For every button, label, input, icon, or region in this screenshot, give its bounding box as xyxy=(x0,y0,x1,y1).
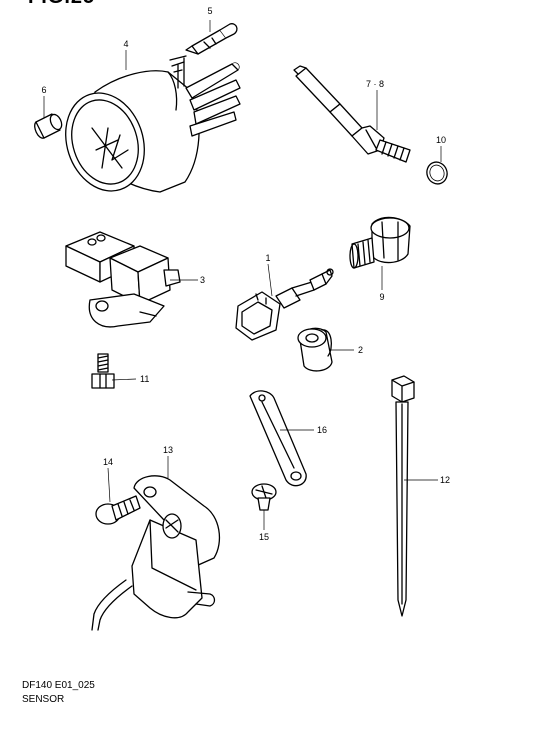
leader-lines xyxy=(43,20,442,530)
callout-3: 3 xyxy=(200,275,205,285)
callout-12: 12 xyxy=(440,475,450,485)
part-cable-tie xyxy=(391,375,415,617)
part-connector-sensor xyxy=(235,268,334,341)
callout-16: 16 xyxy=(317,425,327,435)
part-bolt-14 xyxy=(95,495,141,525)
part-o-ring xyxy=(426,161,448,185)
callout-15: 15 xyxy=(259,532,269,542)
callout-10: 10 xyxy=(436,135,446,145)
part-screw-15 xyxy=(251,483,277,511)
callout-7-8: 7 · 8 xyxy=(366,79,384,89)
callout-13: 13 xyxy=(163,445,173,455)
part-pressure-sensor xyxy=(65,231,181,328)
part-bracket-strip xyxy=(249,390,307,487)
callout-11: 11 xyxy=(140,374,149,384)
part-grommet xyxy=(297,327,333,372)
callout-9: 9 xyxy=(379,292,384,302)
part-bolt-11 xyxy=(91,353,115,389)
part-knock-sensor xyxy=(349,216,411,269)
callout-6: 6 xyxy=(41,85,46,95)
figure-title: FIG.25 xyxy=(28,0,95,9)
part-socket xyxy=(34,113,63,139)
section-name: SENSOR xyxy=(22,694,65,705)
callout-4: 4 xyxy=(123,39,128,49)
part-bulb xyxy=(185,23,238,55)
part-meter-gauge xyxy=(65,55,241,193)
callout-labels: 4 5 6 7 · 8 10 9 3 1 2 11 16 12 13 14 15 xyxy=(41,6,450,542)
callout-1: 1 xyxy=(265,253,270,263)
part-long-sensor xyxy=(293,65,411,163)
part-trim-sensor xyxy=(91,475,221,631)
callout-2: 2 xyxy=(358,345,363,355)
callout-5: 5 xyxy=(207,6,212,16)
model-code: DF140 E01_025 xyxy=(22,680,95,691)
callout-14: 14 xyxy=(103,457,113,467)
